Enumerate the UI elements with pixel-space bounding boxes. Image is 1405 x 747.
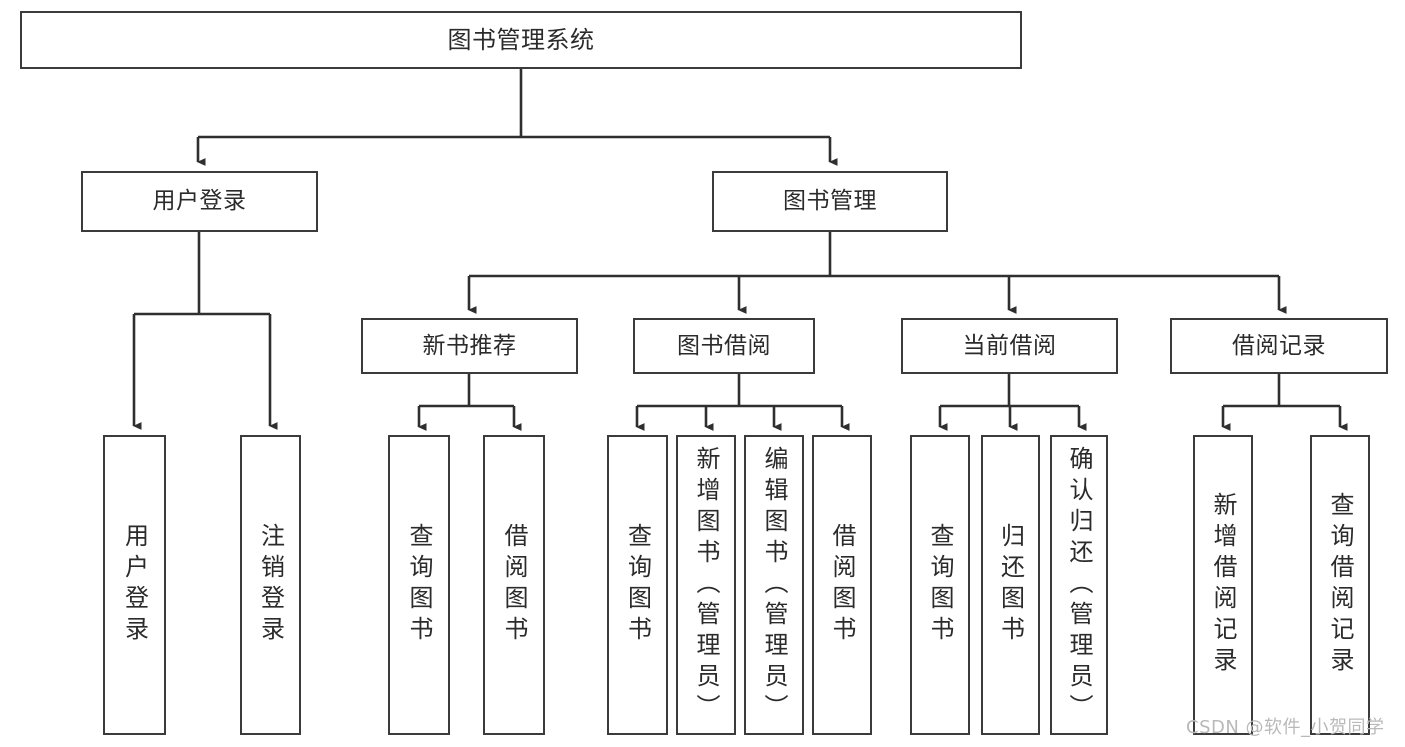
node-label-leaf-user-login: 用户登录	[120, 523, 149, 647]
node-leaf-add-borrow-record[interactable]: 新增借阅记录	[1193, 435, 1253, 735]
node-leaf-query-book-3[interactable]: 查询图书	[910, 435, 970, 735]
node-leaf-logout-login[interactable]: 注销登录	[240, 435, 301, 735]
node-current-borrow[interactable]: 当前借阅	[901, 318, 1118, 374]
node-label-root: 图书管理系统	[447, 26, 595, 54]
node-book-manage[interactable]: 图书管理	[712, 171, 948, 232]
node-borrow-record[interactable]: 借阅记录	[1170, 318, 1388, 374]
node-label-leaf-borrow-book-1: 借阅图书	[500, 523, 528, 647]
node-leaf-add-book-admin[interactable]: 新增图书（管理员）	[676, 435, 736, 735]
node-label-leaf-add-borrow-record: 新增借阅记录	[1209, 492, 1237, 678]
node-label-current-borrow: 当前借阅	[962, 332, 1057, 359]
node-label-leaf-query-book-1: 查询图书	[405, 523, 433, 647]
node-label-leaf-edit-book-admin: 编辑图书（管理员）	[760, 445, 788, 725]
watermark-csdn: CSDN @软件_小贺同学	[1186, 717, 1385, 738]
node-label-leaf-borrow-book-2: 借阅图书	[828, 523, 856, 647]
node-leaf-borrow-book-1[interactable]: 借阅图书	[483, 435, 545, 735]
node-leaf-borrow-book-2[interactable]: 借阅图书	[812, 435, 872, 735]
node-label-book-borrow: 图书借阅	[677, 332, 771, 359]
node-leaf-query-book-1[interactable]: 查询图书	[388, 435, 450, 735]
node-leaf-edit-book-admin[interactable]: 编辑图书（管理员）	[744, 435, 804, 735]
node-new-book-recommend[interactable]: 新书推荐	[361, 318, 578, 374]
node-label-leaf-add-book-admin: 新增图书（管理员）	[692, 445, 720, 725]
node-leaf-confirm-return-admin[interactable]: 确认归还（管理员）	[1050, 435, 1108, 735]
node-label-borrow-record: 借阅记录	[1232, 332, 1326, 359]
node-user-login[interactable]: 用户登录	[81, 171, 318, 232]
node-label-user-login: 用户登录	[152, 188, 247, 214]
node-leaf-query-borrow-record[interactable]: 查询借阅记录	[1310, 435, 1370, 735]
node-label-new-book-recommend: 新书推荐	[422, 332, 517, 359]
node-label-leaf-query-book-3: 查询图书	[926, 523, 954, 647]
node-leaf-return-book[interactable]: 归还图书	[981, 435, 1040, 735]
node-label-book-manage: 图书管理	[783, 188, 877, 214]
node-label-leaf-confirm-return-admin: 确认归还（管理员）	[1065, 445, 1093, 725]
node-label-leaf-return-book: 归还图书	[996, 523, 1025, 647]
node-label-leaf-logout-login: 注销登录	[256, 523, 285, 647]
node-label-leaf-query-book-2: 查询图书	[623, 523, 652, 647]
node-book-borrow[interactable]: 图书借阅	[633, 318, 815, 374]
node-leaf-query-book-2[interactable]: 查询图书	[607, 435, 668, 735]
node-root-system[interactable]: 图书管理系统	[20, 11, 1022, 69]
node-label-leaf-query-borrow-record: 查询借阅记录	[1326, 492, 1354, 678]
node-leaf-user-login[interactable]: 用户登录	[103, 435, 166, 735]
